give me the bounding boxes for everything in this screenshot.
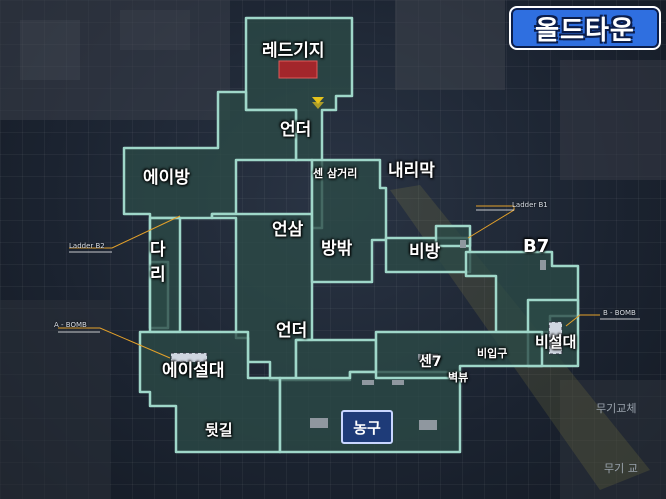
label-secret-room: 비방 bbox=[409, 242, 441, 262]
label-basketball: 농구 bbox=[353, 418, 381, 437]
label-a-room: 에이방 bbox=[143, 168, 190, 188]
weapon-swap-text-1: 무기교체 bbox=[596, 402, 637, 415]
spawn-arrow-icon bbox=[312, 97, 324, 104]
label-inner-curtain: 내리막 bbox=[388, 161, 435, 181]
label-back-alley: 뒷길 bbox=[205, 421, 233, 439]
annotation-b-bomb: B - BOMB bbox=[603, 309, 636, 317]
label-under-bottom: 언더 bbox=[276, 321, 308, 341]
label-center-cross: 센 삼거리 bbox=[313, 167, 358, 180]
annotation-lines bbox=[58, 205, 600, 359]
label-secret-entrance: 비입구 bbox=[477, 347, 508, 360]
label-wall: 벽뷰 bbox=[448, 371, 469, 384]
label-red-base: 레드기지 bbox=[262, 41, 325, 61]
map-title-logo: 올드타운 bbox=[509, 6, 661, 50]
label-under-top: 언더 bbox=[280, 120, 312, 140]
map-title: 올드타운 bbox=[535, 15, 635, 46]
map-props bbox=[310, 240, 546, 430]
label-outside-room: 방밖 bbox=[321, 239, 353, 259]
weapon-swap-text-2: 무기 교 bbox=[604, 462, 638, 475]
a-bomb-marker bbox=[170, 352, 208, 363]
annotation-ladder-b1: Ladder B1 bbox=[512, 201, 548, 209]
annotation-ladder-b2: Ladder B2 bbox=[69, 242, 105, 250]
label-b-site: 비설대 bbox=[535, 333, 577, 351]
annotation-a-bomb: A - BOMB bbox=[54, 321, 87, 329]
basketball-badge: 농구 bbox=[341, 410, 393, 444]
label-bridge: 다리 bbox=[150, 240, 166, 285]
label-a-site: 에이설대 bbox=[162, 361, 225, 381]
label-center7: 센7 bbox=[419, 354, 442, 370]
red-spawn-zone bbox=[278, 60, 318, 79]
label-b7: B7 bbox=[523, 236, 550, 257]
b-bomb-marker bbox=[548, 321, 563, 355]
label-eonsam: 언삼 bbox=[272, 220, 304, 240]
